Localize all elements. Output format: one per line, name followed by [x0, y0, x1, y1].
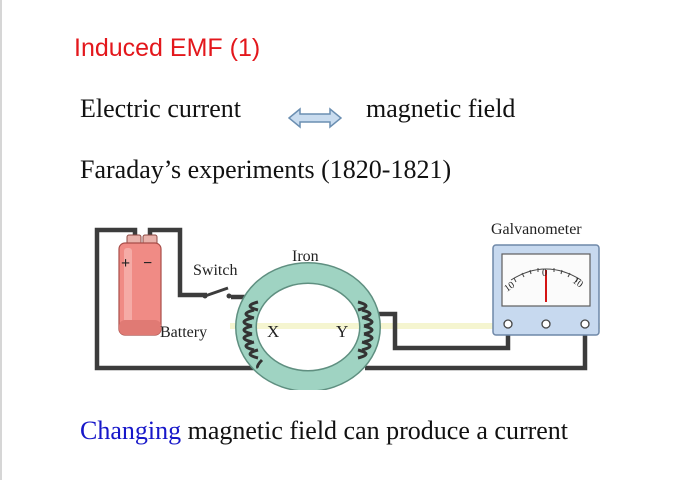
slide-edge	[0, 0, 2, 480]
left-wire-top	[94, 227, 255, 371]
coil-x	[242, 300, 264, 370]
electric-current-text: Electric current	[80, 94, 241, 123]
changing-highlight: Changing	[80, 416, 182, 445]
conclusion-text: Changing magnetic field can produce a cu…	[80, 416, 568, 446]
right-wire-bottom	[365, 326, 588, 371]
battery-minus: −	[143, 255, 152, 272]
conclusion-rest: magnetic field can produce a current	[181, 416, 569, 445]
galvanometer	[492, 244, 600, 336]
magnetic-field-text: magnetic field	[366, 94, 516, 123]
coil-x-label: X	[267, 322, 279, 341]
double-arrow-icon	[288, 107, 342, 129]
battery	[118, 234, 162, 336]
switch-lever	[204, 286, 229, 298]
right-wire-top	[360, 311, 511, 351]
galvanometer-scale-center: 0	[542, 268, 547, 279]
coil-y	[357, 300, 374, 360]
slide-title: Induced EMF (1)	[74, 34, 261, 62]
switch-label: Switch	[193, 262, 237, 279]
faraday-diagram: + − Battery Switch Iron X Y Galvanometer	[94, 221, 600, 390]
battery-plus: +	[121, 255, 130, 272]
coil-y-label: Y	[336, 322, 348, 341]
galvanometer-label: Galvanometer	[491, 221, 582, 238]
battery-label: Battery	[160, 324, 207, 341]
iron-label: Iron	[292, 248, 319, 265]
faraday-experiments-text: Faraday’s experiments (1820-1821)	[80, 155, 452, 184]
battery-to-switch	[147, 227, 207, 298]
